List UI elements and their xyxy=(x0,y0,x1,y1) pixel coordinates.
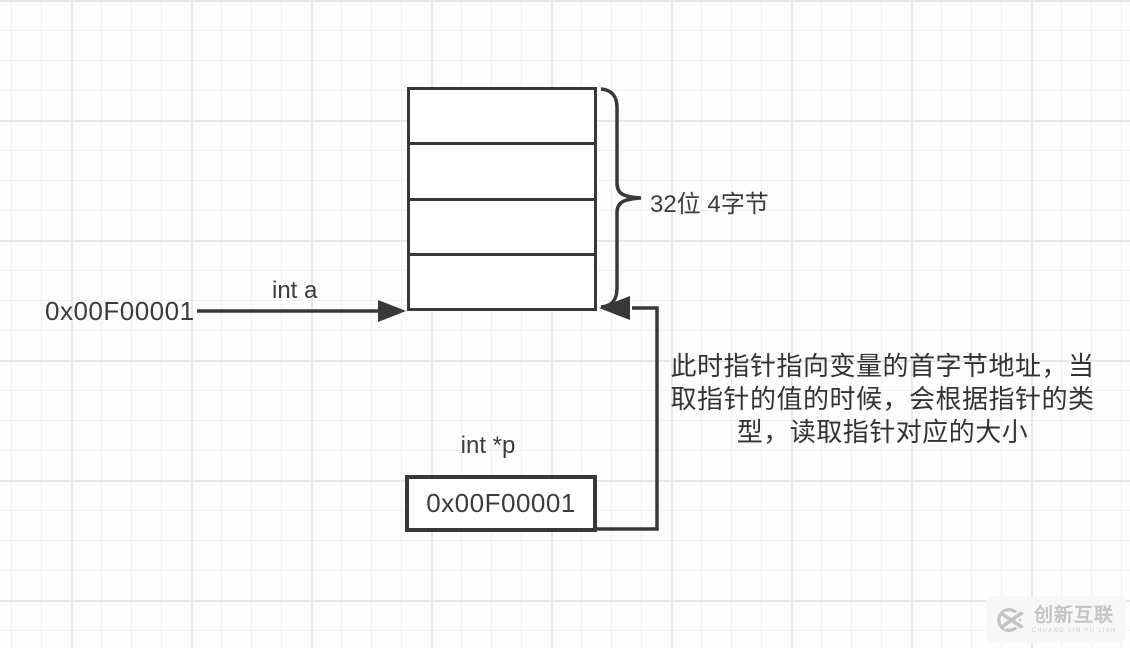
int-a-label: int a xyxy=(272,277,318,304)
watermark-brand: 创新互联 xyxy=(1033,604,1114,626)
byte-span-brace xyxy=(600,87,642,309)
pointer-connector-line xyxy=(594,306,659,531)
pointer-value-text: 0x00F00001 xyxy=(426,488,576,518)
int-a-arrowhead xyxy=(378,300,406,322)
explanation-text: 此时指针指向变量的首字节地址，当 取指针的值的时候，会根据指针的类 型，读取指针… xyxy=(655,350,1110,449)
watermark: 创新互联 CHUANG XIN HU LIAN xyxy=(986,596,1126,643)
int-p-label: int *p xyxy=(460,432,516,459)
pointer-connector-arrowhead xyxy=(599,296,630,320)
memory-cell-1 xyxy=(410,90,594,142)
memory-cell-2 xyxy=(410,142,594,197)
memory-cell-3 xyxy=(410,197,594,253)
watermark-text: 创新互联 CHUANG XIN HU LIAN xyxy=(1032,606,1117,634)
pointer-value-box: 0x00F00001 xyxy=(405,475,597,532)
address-label: 0x00F00001 xyxy=(45,296,195,326)
watermark-brand-sub: CHUANG XIN HU LIAN xyxy=(1031,627,1117,634)
memory-cell-4 xyxy=(410,252,594,308)
chuangxin-logo-icon xyxy=(996,607,1024,632)
byte-size-label: 32位 4字节 xyxy=(650,191,769,218)
explanation-line-2: 取指针的值的时候，会根据指针的类 xyxy=(670,384,1095,414)
memory-stack xyxy=(407,87,597,311)
explanation-line-1: 此时指针指向变量的首字节地址，当 xyxy=(670,351,1095,381)
explanation-line-3: 型，读取指针对应的大小 xyxy=(736,417,1029,447)
